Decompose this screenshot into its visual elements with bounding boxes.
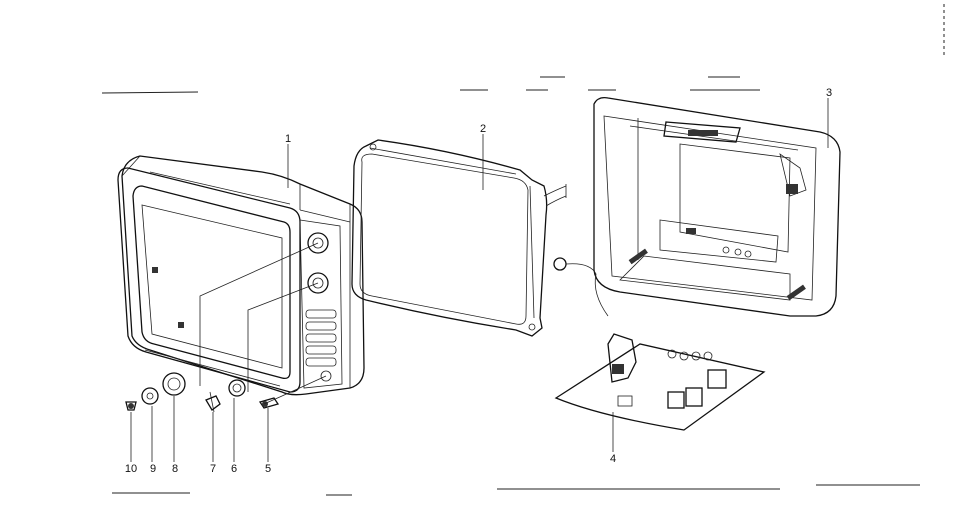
screw-10	[125, 401, 137, 411]
front-cabinet	[117, 155, 365, 396]
clip-7	[205, 391, 221, 413]
knob-8	[162, 372, 186, 396]
label-part-8: 8	[172, 463, 178, 475]
label-part-4: 4	[610, 453, 616, 465]
label-part-3: 3	[826, 87, 832, 99]
scan-marks	[101, 4, 945, 496]
part-labels: 1 2 3 4 5 6 7 8 9 10	[125, 87, 832, 475]
screw-5	[258, 397, 280, 409]
label-part-10: 10	[125, 463, 137, 475]
circuit-board	[553, 257, 766, 431]
label-part-2: 2	[480, 123, 486, 135]
label-part-6: 6	[231, 463, 237, 475]
rear-cabinet	[593, 96, 841, 317]
knob-6	[228, 379, 246, 397]
label-part-9: 9	[150, 463, 156, 475]
assembly-lines	[199, 242, 327, 405]
label-part-1: 1	[285, 133, 291, 145]
label-part-5: 5	[265, 463, 271, 475]
label-part-7: 7	[210, 463, 216, 475]
washer-9	[141, 387, 159, 405]
leader-lines	[130, 98, 829, 462]
picture-tube	[351, 139, 567, 337]
